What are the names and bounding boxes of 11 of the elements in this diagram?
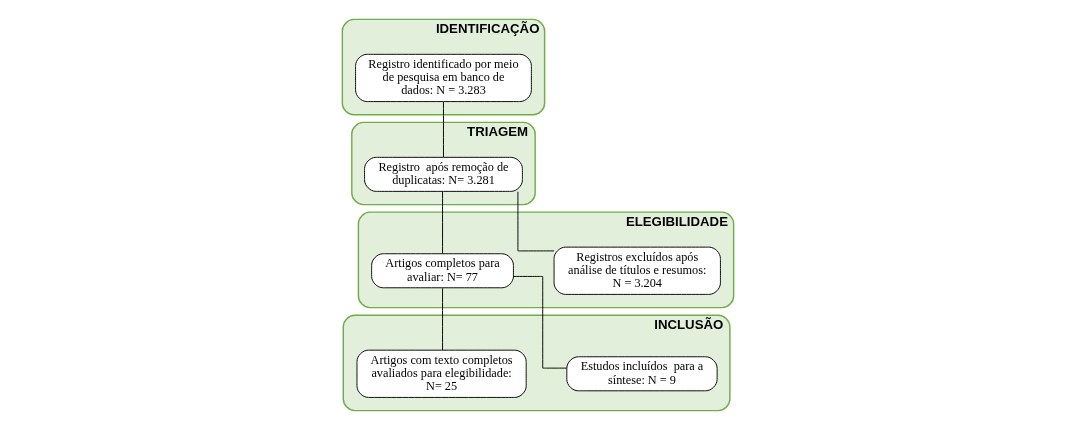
connector bbox=[442, 101, 444, 158]
node-box: Registro identificado por meio de pesquisa em banco de dados: N = 3.283 bbox=[354, 53, 532, 103]
node-box: Registro após remoção de duplicatas: N= 3.281 bbox=[363, 156, 523, 192]
node-box: Artigos completos para avaliar: N= 77 bbox=[370, 253, 514, 289]
node-box: Artigos com texto completos avaliados para elegibilidade: N= 25 bbox=[356, 349, 527, 398]
node-box: Estudos incluídos para a síntese: N = 9 bbox=[565, 356, 718, 392]
connector bbox=[441, 287, 443, 351]
node-box: Registros excluídos após análise de títulos e resumos: N = 3.204 bbox=[553, 246, 721, 295]
connector bbox=[441, 191, 443, 255]
connector bbox=[516, 191, 554, 252]
connector bbox=[512, 275, 567, 369]
